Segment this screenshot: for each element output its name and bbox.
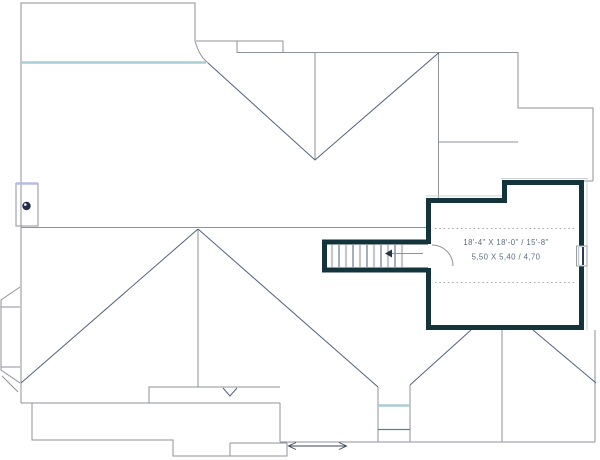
roof-vent-mark [222, 387, 238, 397]
room-wall-bottom-right [426, 266, 584, 330]
room-wall-top [426, 180, 584, 246]
roof-dormer-box [236, 40, 284, 53]
stair-direction-arrow-icon [385, 249, 423, 258]
room-dimensions-imperial: 18'-4" X 18'-0" / 15'-8" [463, 238, 548, 247]
bonus-room: 18'-4" X 18'-0" / 15'-8" 5,50 X 5,40 / 4… [426, 178, 588, 330]
stair-treads [330, 245, 404, 267]
room-dimensions-metric: 5,50 X 5,40 / 4,70 [472, 253, 541, 262]
staircase [322, 239, 428, 273]
door-swing-arc [431, 244, 454, 267]
bay-window-outline [0, 286, 21, 393]
chimney-flue-icon [22, 201, 31, 211]
chimney [15, 182, 39, 227]
eave-double-arrow-icon [287, 442, 348, 450]
roof-hip-lines [20, 52, 597, 388]
stair-walls [322, 239, 428, 273]
ridge-accent-lines [21, 61, 410, 431]
window-symbol [576, 245, 588, 267]
roof-outline [20, 2, 596, 457]
